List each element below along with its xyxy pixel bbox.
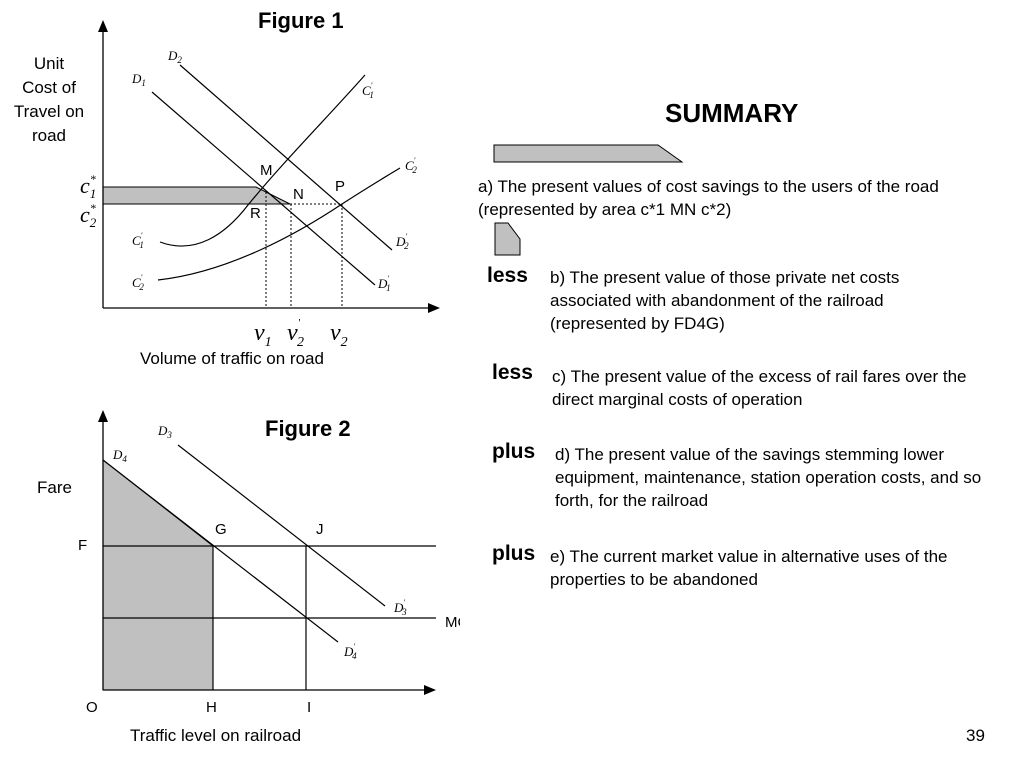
point-r: R	[250, 205, 261, 222]
summary-item-a: a) The present values of cost savings to…	[478, 177, 939, 219]
label-d3-prime: D'3	[393, 598, 407, 617]
y-label-line-3: Travel on	[13, 102, 85, 121]
label-c2: C'2	[132, 273, 144, 292]
summary-item-e: e) The current market value in alternati…	[550, 547, 948, 589]
fig2-x-arrow	[424, 685, 436, 695]
label-c2-prime: C'2	[405, 156, 417, 175]
figure1-y-axis-label: Unit Cost of Travel on road	[0, 52, 98, 148]
point-g: G	[215, 521, 227, 538]
point-j: J	[316, 521, 324, 538]
y-label-line-1: Unit	[33, 54, 65, 73]
point-n: N	[293, 186, 304, 203]
label-origin-o: O	[86, 699, 98, 716]
connector-less-b: less	[487, 264, 528, 287]
label-h: H	[206, 699, 217, 716]
label-mc: MC	[445, 614, 460, 631]
summary-item-c: c) The present value of the excess of ra…	[552, 367, 967, 409]
curve-d2	[179, 64, 393, 251]
fig1-x-arrow	[428, 303, 440, 313]
page-number: 39	[966, 726, 985, 745]
fig1-y-arrow	[98, 20, 108, 32]
figure2-x-axis-label: Traffic level on railroad	[130, 726, 302, 745]
curve-c2	[157, 167, 401, 281]
curve-d3	[177, 444, 386, 607]
label-d2-prime: D'2	[395, 232, 409, 251]
label-d1-prime: D'1	[377, 274, 391, 293]
label-c1-star: c*1	[80, 172, 96, 201]
legend-area-swatch	[493, 144, 684, 163]
figure2-diagram: D3 D4 D'3 D'4 G J MC O H I	[86, 410, 460, 716]
figure2-title: Figure 2	[265, 416, 351, 441]
connector-less-c: less	[492, 361, 533, 384]
y-label-line-2: Cost of	[22, 78, 76, 97]
legend-fd4g-swatch	[494, 222, 521, 256]
point-p: P	[335, 178, 345, 195]
fig2-y-arrow	[98, 410, 108, 422]
label-d4: D4	[112, 447, 127, 464]
label-c1-prime: C'1	[362, 81, 374, 100]
label-c2-star: c*2	[80, 201, 97, 230]
label-c1: C'1	[132, 231, 144, 250]
curve-d1	[151, 91, 376, 286]
label-i: I	[307, 699, 311, 716]
connector-plus-e: plus	[492, 542, 536, 565]
figure2-y-axis-label: Fare	[37, 478, 72, 497]
fare-mark-f: F	[78, 537, 88, 554]
summary-item-b: b) The present value of those private ne…	[550, 268, 900, 333]
label-v2-prime: v'2	[287, 317, 304, 350]
curve-c1	[159, 74, 366, 247]
shaded-area-fd4g	[102, 458, 214, 691]
summary-item-d: d) The present value of the savings stem…	[555, 445, 982, 510]
figure1-title: Figure 1	[258, 8, 344, 33]
y-label-line-4: road	[31, 126, 67, 145]
summary-title: SUMMARY	[665, 98, 799, 128]
label-d4-prime: D'4	[343, 642, 357, 661]
label-d3: D3	[157, 423, 172, 440]
figure1-diagram: D2 D1 C'1 C'2 C'1 C'2 D'2 D'1 M N P R c*…	[80, 20, 440, 350]
point-m: M	[260, 162, 273, 179]
curve-d4	[102, 459, 339, 643]
figure1-x-axis-label: Volume of traffic on road	[140, 349, 324, 368]
connector-plus-d: plus	[492, 440, 536, 463]
